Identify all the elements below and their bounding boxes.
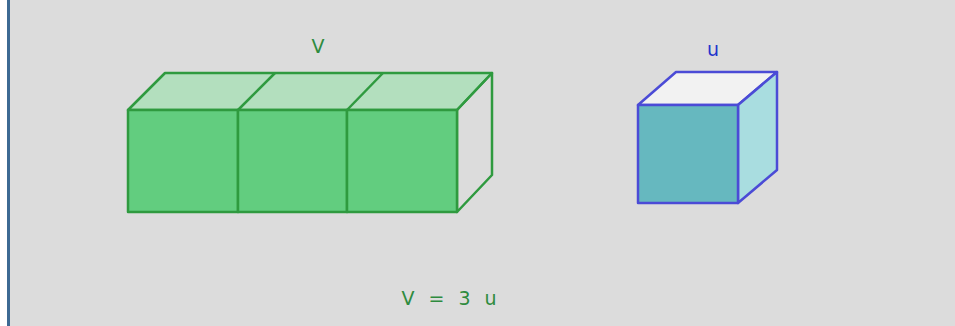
- cube-front: [638, 105, 738, 203]
- unit-cube-face: [347, 110, 457, 212]
- equation: V = 3 u: [401, 289, 496, 308]
- cube-side: [738, 72, 777, 203]
- blue-cube: [638, 72, 777, 203]
- top-divider: [347, 73, 383, 110]
- unit-cube-face: [238, 110, 347, 212]
- background: [10, 0, 955, 326]
- unit-label: u: [707, 40, 719, 59]
- green-prism: [128, 73, 492, 212]
- prism-top: [128, 73, 492, 110]
- prism-side: [457, 73, 492, 212]
- unit-cube-face: [128, 110, 238, 212]
- volume-label: V: [312, 37, 325, 56]
- left-border: [7, 0, 10, 326]
- top-divider: [238, 73, 275, 110]
